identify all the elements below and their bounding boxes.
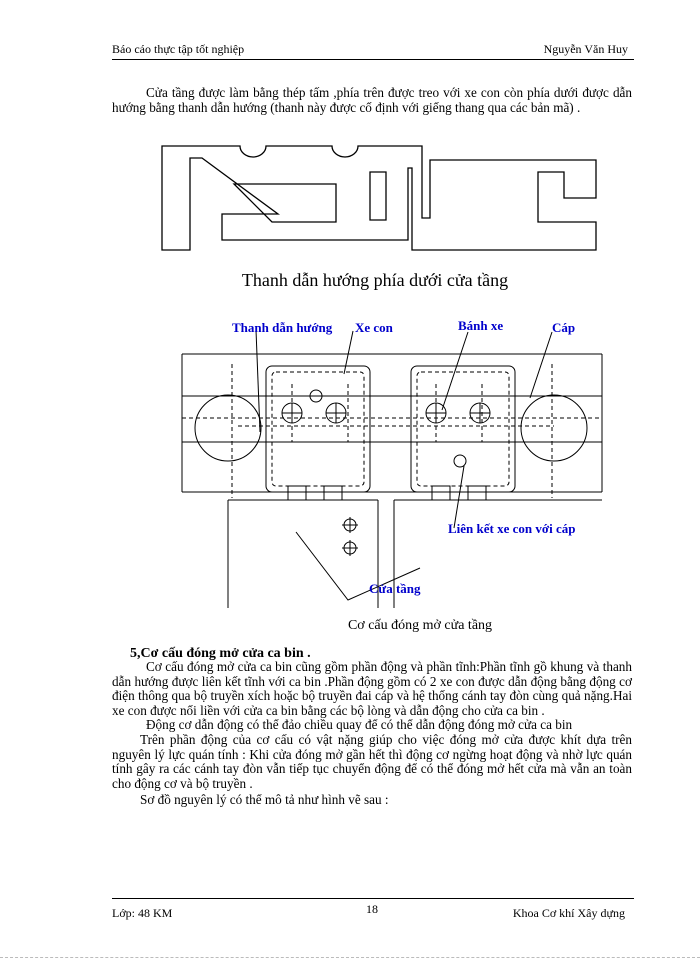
guide-rail-profile-drawing: [161, 145, 597, 251]
label-trolley-cable-link: Liên kết xe con với cáp: [448, 521, 576, 536]
header-right: Nguyễn Văn Huy: [543, 42, 628, 56]
footer-left: Lớp: 48 KM: [112, 906, 173, 920]
label-cable: Cáp: [552, 320, 576, 335]
landing-door-mechanism-drawing: [181, 329, 603, 608]
intro-paragraph: Cửa tầng được làm bằng thép tấm ,phía tr…: [112, 85, 632, 115]
footer-right: Khoa Cơ khí Xây dựng: [512, 906, 625, 920]
page-edge: [0, 957, 700, 958]
label-wheel: Bánh xe: [458, 318, 504, 333]
section-paragraph: Cơ cấu đóng mở cửa ca bin cũng gồm phần …: [112, 659, 632, 718]
label-guide-rail: Thanh dẫn hướng: [232, 320, 333, 335]
section-heading: 5,Cơ cấu đóng mở cửa ca bin .: [130, 646, 311, 661]
header-left: Báo cáo thực tập tốt nghiệp: [112, 42, 245, 56]
section-paragraph: Sơ đồ nguyên lý có thể mô tả như hình vẽ…: [140, 792, 389, 808]
header-rule: [112, 59, 634, 60]
section-paragraph: Động cơ dẫn động có thể đảo chiều quay đ…: [146, 717, 573, 733]
label-landing-door: Cửa tầng: [369, 581, 421, 596]
label-trolley: Xe con: [355, 320, 393, 335]
figure2-caption: Cơ cấu đóng mở cửa tầng: [347, 618, 493, 633]
section-paragraph: Trên phần động của cơ cấu có vật nặng gi…: [112, 731, 632, 791]
footer-rule: [112, 898, 634, 899]
section-body: Cơ cấu đóng mở cửa ca bin cũng gồm phần …: [112, 659, 632, 808]
figure1-caption: Thanh dẫn hướng phía dưới cửa tầng: [241, 270, 509, 290]
page-number: 18: [366, 902, 378, 916]
